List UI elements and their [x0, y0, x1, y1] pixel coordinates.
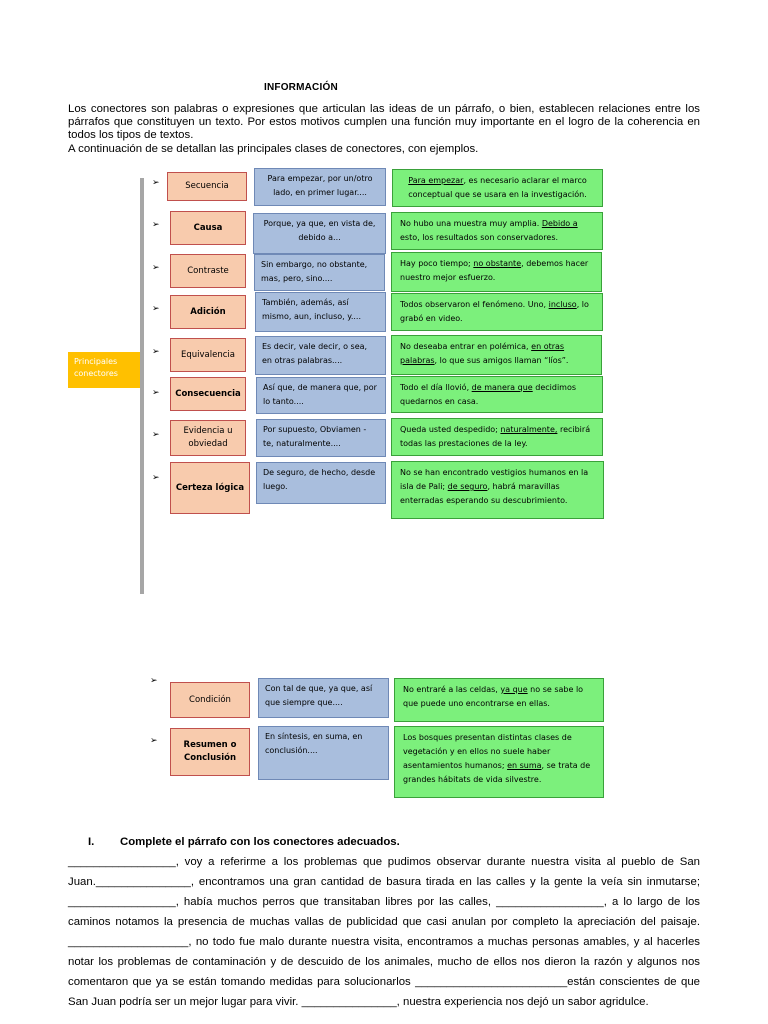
- example-connector: naturalmente,: [500, 425, 558, 434]
- arrow-bullet-icon: ➢: [152, 263, 160, 273]
- example-adicion: Todos observaron el fenómeno. Uno, inclu…: [391, 293, 603, 331]
- arrow-bullet-icon: ➢: [152, 220, 160, 230]
- example-connector: ya que: [500, 685, 528, 694]
- connectors-certeza: De seguro, de hecho, desde luego.: [256, 462, 386, 504]
- category-contraste: Contraste: [170, 254, 246, 288]
- example-evidencia: Queda usted despedido; naturalmente, rec…: [391, 418, 603, 456]
- arrow-bullet-icon: ➢: [152, 388, 160, 398]
- exercise-paragraph: _________________, voy a referirme a los…: [68, 856, 700, 1008]
- category-resumen: Resumen o Conclusión: [170, 728, 250, 776]
- principal-connectors-label: Principales conectores: [68, 352, 140, 388]
- category-evidencia: Evidencia u obviedad: [170, 420, 246, 456]
- connectors-evidencia: Por supuesto, Obviamen - te, naturalment…: [256, 419, 386, 457]
- example-causa: No hubo una muestra muy amplia. Debido a…: [391, 212, 603, 250]
- exercise-heading: I. Complete el párrafo con los conectores…: [88, 836, 400, 848]
- example-certeza: No se han encontrado vestigios humanos e…: [391, 461, 604, 519]
- category-equivalencia: Equivalencia: [170, 338, 246, 372]
- example-connector: de manera que: [471, 383, 533, 392]
- example-condicion: No entraré a las celdas, ya que no se sa…: [394, 678, 604, 722]
- arrow-bullet-icon: ➢: [152, 304, 160, 314]
- intro-paragraph: A continuación de se detallan las princi…: [68, 142, 479, 155]
- arrow-bullet-icon: ➢: [152, 430, 160, 440]
- example-connector: Para empezar: [408, 176, 464, 185]
- example-connector: incluso: [548, 300, 577, 309]
- example-connector: Debido a: [541, 219, 578, 228]
- example-resumen: Los bosques presentan distintas clases d…: [394, 726, 604, 798]
- arrow-bullet-icon: ➢: [152, 347, 160, 357]
- example-equivalencia: No deseaba entrar en polémica, en otras …: [391, 335, 602, 375]
- connectors-condicion: Con tal de que, ya que, así que siempre …: [258, 678, 389, 718]
- exercise-instruction: Complete el párrafo con los conectores a…: [120, 836, 400, 848]
- category-consecuencia: Consecuencia: [170, 377, 246, 411]
- example-connector: en otras palabras: [400, 342, 565, 365]
- category-secuencia: Secuencia: [167, 172, 247, 201]
- exercise-number: I.: [88, 836, 95, 848]
- arrow-bullet-icon: ➢: [150, 736, 158, 746]
- connectors-contraste: Sin embargo, no obstante, mas, pero, sin…: [254, 254, 385, 291]
- connectors-consecuencia: Así que, de manera que, por lo tanto....: [256, 377, 386, 414]
- connectors-causa: Porque, ya que, en vista de, debido a...: [253, 213, 386, 254]
- example-secuencia: Para empezar, es necesario aclarar el ma…: [392, 169, 603, 207]
- page-title: INFORMACIÓN: [264, 82, 338, 93]
- connectors-secuencia: Para empezar, por un/otro lado, en prime…: [254, 168, 386, 206]
- example-connector: en suma: [507, 761, 542, 770]
- connectors-adicion: También, además, así mismo, aun, incluso…: [255, 292, 386, 332]
- intro-text: Los conectores son palabras o expresione…: [68, 103, 700, 156]
- connectors-resumen: En síntesis, en suma, en conclusión....: [258, 726, 389, 780]
- example-connector: no obstante: [473, 259, 522, 268]
- example-connector: de seguro: [447, 482, 488, 491]
- arrow-bullet-icon: ➢: [152, 178, 160, 188]
- category-adicion: Adición: [170, 295, 246, 329]
- category-condicion: Condición: [170, 682, 250, 718]
- intro-paragraph: Los conectores son palabras o expresione…: [68, 103, 700, 142]
- diagram-bracket-line: [140, 178, 144, 594]
- arrow-bullet-icon: ➢: [150, 676, 158, 686]
- category-certeza: Certeza lógica: [170, 462, 250, 514]
- example-contraste: Hay poco tiempo; no obstante, debemos ha…: [391, 252, 602, 292]
- example-consecuencia: Todo el día llovió, de manera que decidi…: [391, 376, 603, 413]
- arrow-bullet-icon: ➢: [152, 473, 160, 483]
- connectors-equivalencia: Es decir, vale decir, o sea, en otras pa…: [255, 336, 386, 375]
- category-causa: Causa: [170, 211, 246, 245]
